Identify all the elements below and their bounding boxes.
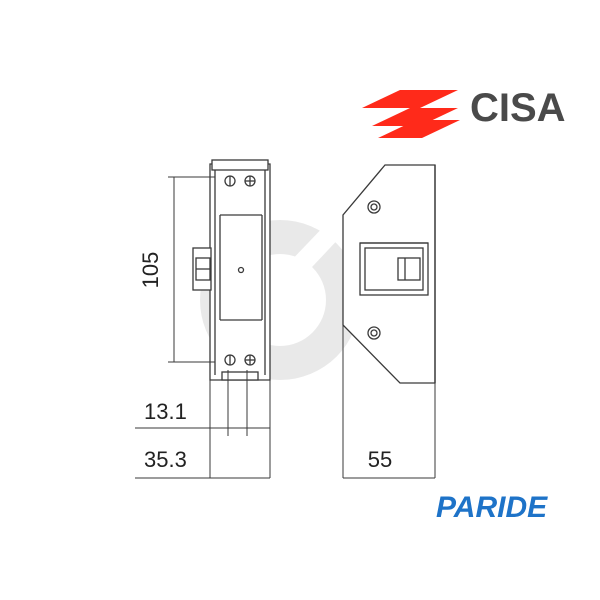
cisa-logo-mark <box>362 90 460 138</box>
cisa-logo: CISA <box>362 86 566 138</box>
paride-logo-text: PARIDE <box>436 491 548 524</box>
keeper-plate <box>342 164 436 384</box>
dimension-13-1-label: 13.1 <box>144 399 187 424</box>
paride-logo: PARIDE <box>436 491 548 524</box>
dimension-height-label: 105 <box>138 252 163 289</box>
lock-body-side-view <box>192 159 271 381</box>
dimension-35-3-label: 35.3 <box>144 447 187 472</box>
dimension-lines-right <box>342 325 436 479</box>
dimension-keeper-width-label: 55 <box>368 447 392 472</box>
dimension-lines-left <box>135 176 271 479</box>
cisa-logo-text: CISA <box>470 86 566 130</box>
